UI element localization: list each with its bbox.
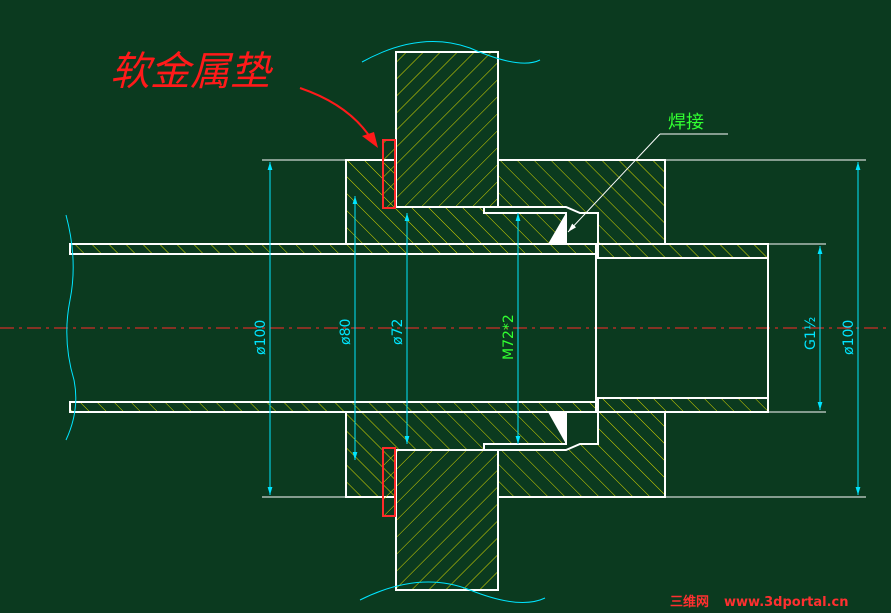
dim-label-d1: ø100 [253, 320, 269, 355]
dim-label-d2: ø80 [338, 319, 354, 345]
watermark-url: www.3dportal.cn [724, 595, 848, 610]
dim-label-d4: ø100 [841, 320, 857, 355]
weld-bead-lower [548, 412, 566, 444]
gasket-arrowhead [362, 132, 378, 148]
weld-leader [567, 133, 661, 233]
soft-metal-gasket [382, 139, 396, 517]
dim-label-d3: ø72 [390, 319, 406, 345]
weld-annotation: 焊接 [668, 112, 704, 133]
wall-plate [359, 41, 546, 603]
gasket-annotation: 软金属垫 [110, 49, 274, 95]
weld-bead-upper [548, 213, 566, 244]
extension-lines [262, 159, 866, 498]
dim-label-pipe-thread: G1½ [803, 317, 819, 350]
watermark-brand: 三维网 [670, 594, 709, 610]
dim-label-thread: M72*2 [501, 314, 517, 360]
right-pipe [597, 243, 769, 413]
left-pipe [65, 214, 597, 441]
gasket-leader-arrow [299, 87, 373, 141]
